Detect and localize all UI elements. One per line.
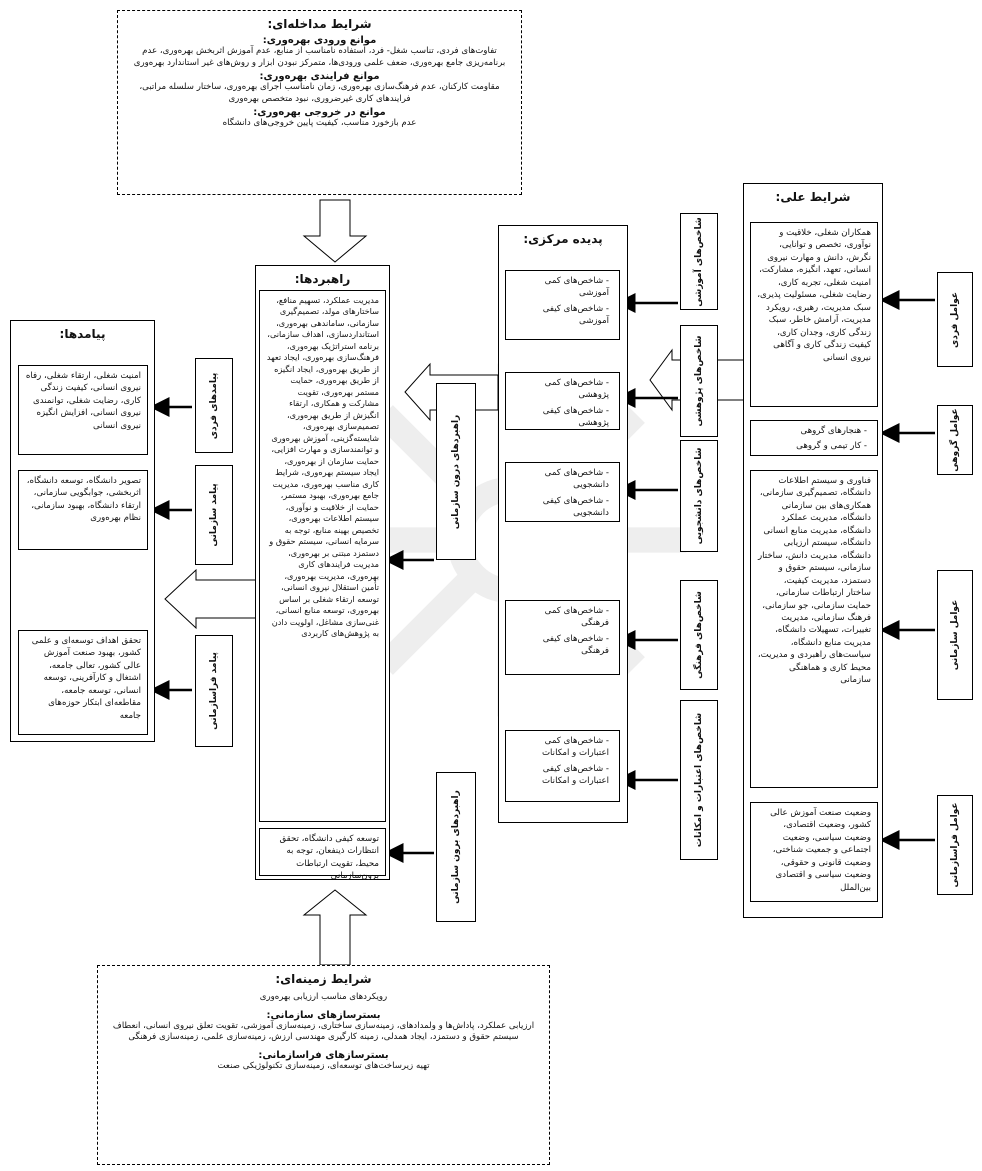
outcomes-org-label: پیامد سازمانی: [195, 465, 233, 565]
outcomes-supra-text: تحقق اهداف توسعه‌ای و علمی کشور، بهبود ص…: [18, 630, 148, 735]
central-group-4: - شاخص‌های کمی فرهنگی - شاخص‌های کیفی فره…: [505, 600, 620, 675]
central-item: - شاخص‌های کیفی آموزشی: [542, 303, 609, 327]
causal-individual-label: عوامل فردی: [937, 272, 973, 367]
context-org-text: ارزیابی عملکرد، پاداش‌ها و ولمداد‌های، ز…: [112, 1020, 535, 1043]
outcomes-supra-label: پیامد فراسازمانی: [195, 635, 233, 747]
causal-org-label: عوامل سازمانی: [937, 570, 973, 700]
strategies-outside-label: راهبردهای برون سازمانی: [436, 772, 476, 922]
causal-org-factors: فناوری و سیستم اطلاعات دانشگاه، تصمیم‌گی…: [750, 470, 878, 788]
strategies-title: راهبردها:: [294, 272, 351, 286]
strategies-outside-text: توسعه کیفی دانشگاه، تحقق انتظارات ذینفعا…: [259, 828, 386, 881]
causal-supra-factors: وضعیت صنعت آموزش عالی کشور، وضعیت اقتصاد…: [750, 802, 878, 902]
arrow-up-from-context: [302, 889, 368, 966]
arrow-down-from-intervening: [302, 199, 368, 263]
intervening-process-text: مقاومت کارکنان، عدم فرهنگ‌سازی بهره‌وری،…: [139, 82, 500, 104]
causal-individual-factors: همکاران شغلی، خلاقیت و نوآوری، تخصص و تو…: [750, 222, 878, 407]
causal-supra-label: عوامل فراسازمانی: [937, 795, 973, 895]
central-label-3: شاخص‌های دانشجویی: [680, 440, 718, 552]
causal-group-factors: - هنجارهای گروهی - کار تیمی و گروهی: [750, 420, 878, 456]
context-title: شرایط زمینه‌ای:: [275, 972, 372, 986]
strategies-inside-text: مدیریت عملکرد، تسهیم منافع، ساختارهای مو…: [259, 290, 386, 822]
central-label-4: شاخص‌های فرهنگی: [680, 580, 718, 690]
outcomes-title: پیامدها:: [59, 327, 106, 341]
central-item: - شاخص‌های کیفی فرهنگی: [542, 633, 609, 657]
context-supra-text: تهیه زیرساخت‌های توسعه‌ای، زمینه‌سازی تک…: [217, 1060, 430, 1071]
central-title: پدیده مرکزی:: [523, 232, 603, 246]
central-label-2: شاخص‌های پژوهشی: [680, 325, 718, 437]
causal-group-label: عوامل گروهی: [937, 405, 973, 475]
central-group-3: - شاخص‌های کمی دانشجویی - شاخص‌های کیفی د…: [505, 462, 620, 522]
outcomes-individual-text: امنیت شغلی، ارتقاء شغلی، رفاه نیروی انسا…: [18, 365, 148, 455]
central-item: - شاخص‌های کمی دانشجویی: [544, 468, 609, 491]
central-item: - شاخص‌های کیفی اعتبارات و امکانات: [541, 763, 609, 787]
intervening-output-heading: موانع در خروجی بهره‌وری:: [253, 107, 386, 119]
intervening-output-text: عدم بازخورد مناسب، کیفیت پایین خروجی‌های…: [222, 118, 417, 129]
intervening-input-heading: موانع ورودی بهره‌وری:: [262, 35, 377, 46]
context-conditions-box: شرایط زمینه‌ای: رویکردهای مناسب ارزیابی …: [97, 965, 550, 1165]
central-group-1: - شاخص‌های کمی آموزشی - شاخص‌های کیفی آمو…: [505, 270, 620, 340]
group-factor-item: - هنجارهای گروهی: [800, 426, 867, 436]
central-item: - شاخص‌های کیفی دانشجویی: [542, 495, 609, 519]
outcomes-org-text: تصویر دانشگاه، توسعه دانشگاه، اثربخشی، ج…: [18, 470, 148, 550]
central-label-1: شاخص‌های آموزشی: [680, 213, 718, 310]
strategies-inside-label: راهبردهای درون سازمانی: [436, 383, 476, 560]
arrow-left-strategies-to-outcomes: [164, 568, 257, 630]
causal-title: شرایط علی:: [775, 190, 851, 204]
intervening-process-heading: موانع فرایندی بهره‌وری:: [259, 71, 380, 83]
intervening-input-text: تفاوت‌های فردی، تناسب شغل- فرد، استفاده …: [133, 46, 506, 68]
central-item: - شاخص‌های کیفی پژوهشی: [542, 405, 609, 429]
central-item: - شاخص‌های کمی آموزشی: [544, 276, 609, 299]
intervening-title: شرایط مداخله‌ای:: [267, 17, 372, 31]
context-approaches-text: رویکردهای مناسب ارزیابی بهره‌وری: [259, 992, 388, 1002]
intervening-conditions-box: شرایط مداخله‌ای: موانع ورودی بهره‌وری: ت…: [117, 10, 522, 195]
outcomes-individual-label: پیامدهای فردی: [195, 358, 233, 453]
group-factor-item: - کار تیمی و گروهی: [796, 441, 867, 452]
central-item: - شاخص‌های کمی فرهنگی: [544, 606, 609, 629]
central-item: - شاخص‌های کمی اعتبارات و امکانات: [541, 736, 609, 759]
central-group-5: - شاخص‌های کمی اعتبارات و امکانات - شاخص‌…: [505, 730, 620, 802]
central-item: - شاخص‌های کمی پژوهشی: [544, 378, 609, 401]
context-supra-heading: بسترسازهای فراسازمانی:: [258, 1049, 389, 1061]
central-group-2: - شاخص‌های کمی پژوهشی - شاخص‌های کیفی پژو…: [505, 372, 620, 430]
context-org-heading: بسترسازهای سازمانی:: [266, 1009, 381, 1021]
central-label-5: شاخص‌های اعتبارات و امکانات: [680, 700, 718, 860]
